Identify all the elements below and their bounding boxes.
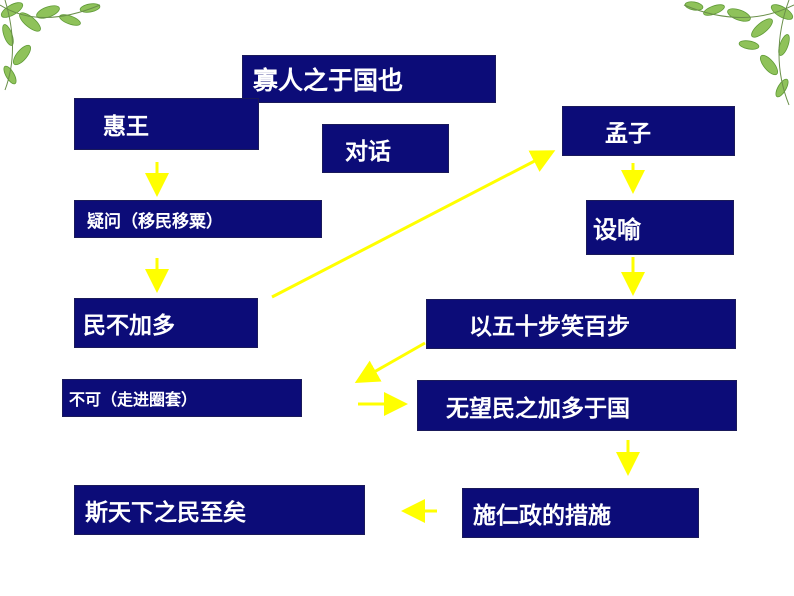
nohope-box: 无望民之加多于国 — [417, 380, 737, 431]
title-box: 寡人之于国也 — [242, 55, 496, 103]
analogy-box: 设喻 — [586, 200, 734, 255]
notmore-box: 民不加多 — [74, 298, 258, 348]
fiftysteps-box: 以五十步笑百步 — [426, 299, 736, 349]
arrow-notmore-to-mencius — [271, 150, 556, 299]
question-text: 疑问（移民移粟） — [87, 211, 223, 232]
mencius-box: 孟子 — [562, 106, 735, 156]
people-box: 斯天下之民至矣 — [74, 485, 365, 535]
title-text: 寡人之于国也 — [253, 66, 404, 95]
notmore-text: 民不加多 — [83, 313, 175, 339]
measures-text: 施仁政的措施 — [473, 503, 611, 529]
people-text: 斯天下之民至矣 — [85, 500, 246, 526]
measures-box: 施仁政的措施 — [462, 488, 699, 538]
fiftysteps-text: 以五十步笑百步 — [469, 314, 630, 340]
arrow-fiftysteps-to-cannot — [354, 341, 426, 383]
nohope-text: 无望民之加多于国 — [446, 395, 630, 422]
question-box: 疑问（移民移粟） — [74, 200, 322, 238]
mencius-text: 孟子 — [605, 121, 651, 147]
cannot-text: 不可（走进圈套） — [69, 390, 198, 409]
huiwang-box: 惠王 — [74, 98, 259, 150]
dialogue-box: 对话 — [322, 124, 449, 173]
leaf-branch-top-left-icon — [0, 0, 101, 91]
dialogue-text: 对话 — [345, 138, 391, 165]
huiwang-text: 惠王 — [103, 114, 149, 140]
analogy-text: 设喻 — [593, 216, 641, 244]
leaf-branch-top-right-icon — [683, 0, 794, 106]
cannot-box: 不可（走进圈套） — [62, 379, 302, 417]
